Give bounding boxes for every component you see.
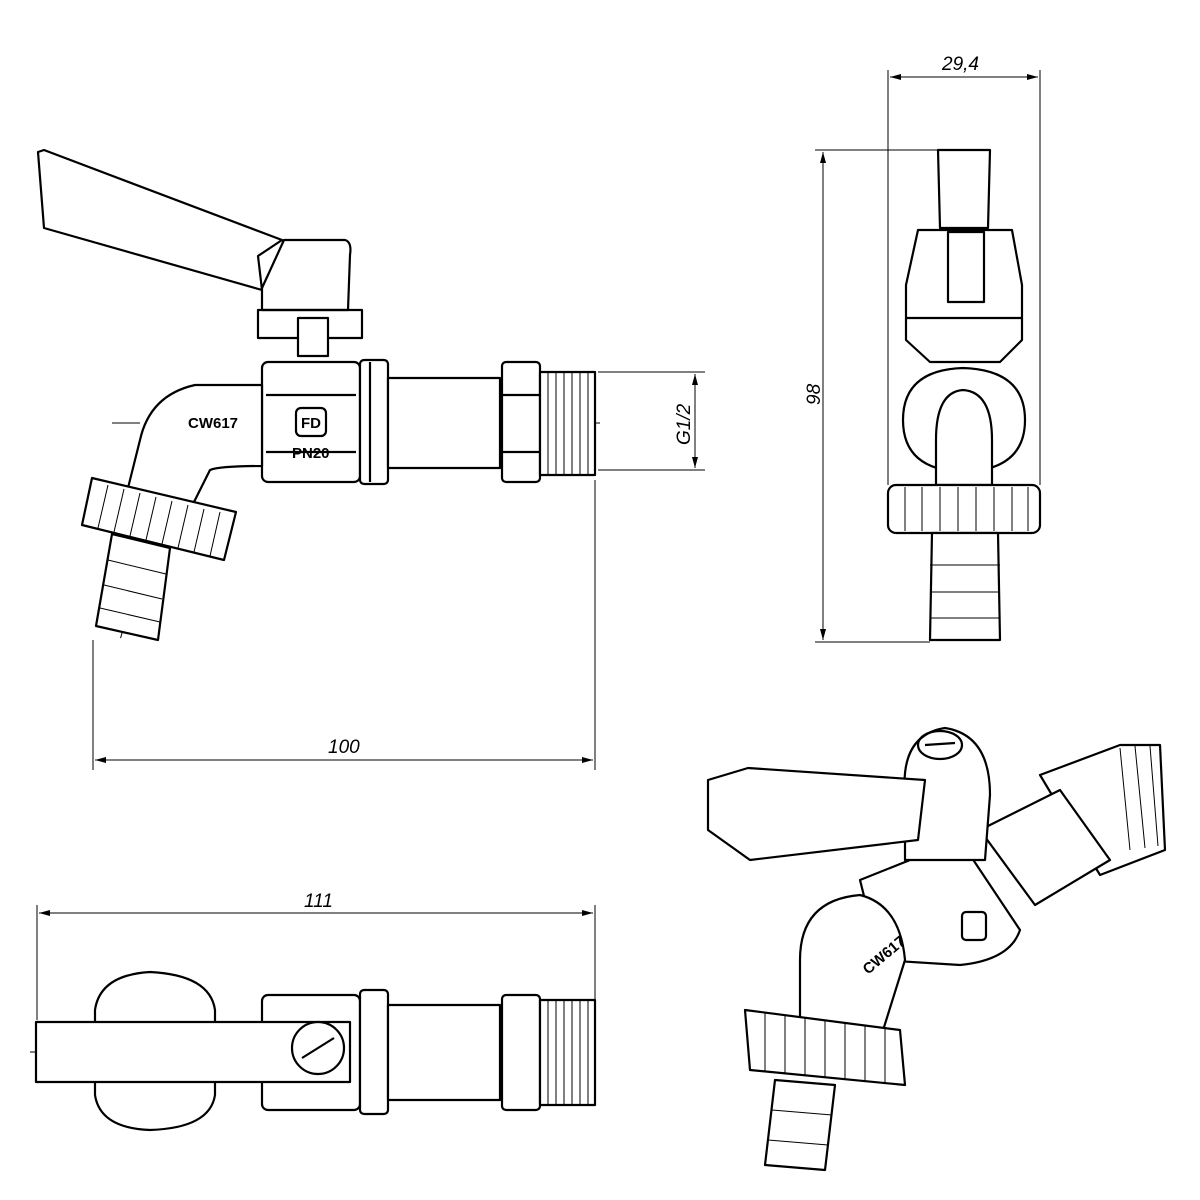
pressure-marking: PN20 (292, 445, 330, 462)
side-view: 29,4 98 (804, 54, 1042, 643)
brand-logo (294, 406, 328, 438)
top-view: 111 (30, 891, 600, 1132)
length-dimension-100: 100 (328, 737, 360, 758)
width-dimension: 29,4 (941, 54, 979, 75)
length-dimension-111: 111 (304, 891, 333, 912)
material-marking: CW617 (188, 415, 238, 432)
isometric-view: CW617 (706, 726, 1167, 1172)
thread-dimension: G1/2 (674, 403, 695, 445)
logo-text: FD (301, 415, 321, 432)
front-view: CW617 FD PN20 G1/2 100 (36, 148, 705, 770)
height-dimension: 98 (804, 383, 825, 405)
